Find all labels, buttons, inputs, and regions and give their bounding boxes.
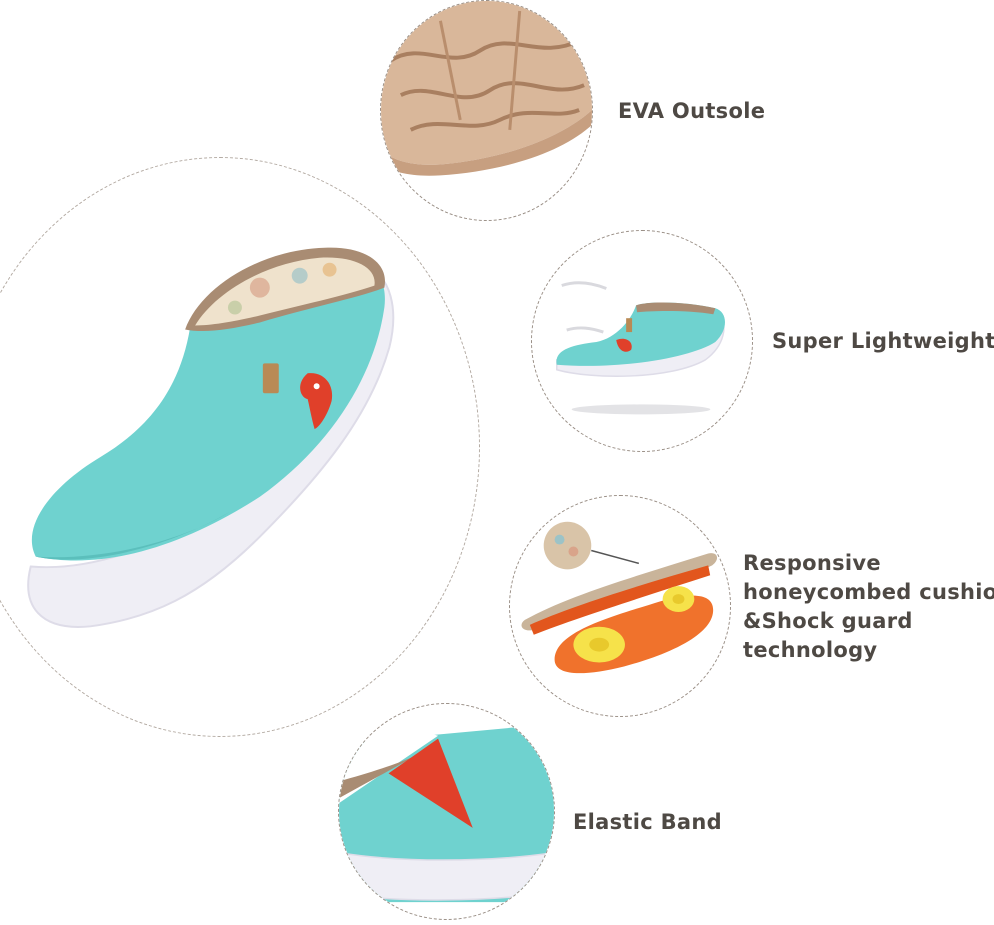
super-lightweight-circle [531, 230, 753, 452]
floating-shoe-icon [556, 281, 725, 415]
eva-outsole-circle [380, 0, 593, 221]
elastic-band-closeup-icon [339, 723, 554, 903]
shoe-upper [31, 252, 385, 561]
feature-label-elastic-band: Elastic Band [573, 810, 722, 834]
cushion-label-line-1: Responsive [743, 551, 881, 575]
brand-tab [262, 363, 279, 394]
cushion-circle [509, 495, 731, 717]
eva-outsole-texture-icon [381, 1, 592, 176]
cushion-label-line-2: honeycombed cushion [743, 580, 994, 604]
main-product-circle [0, 157, 480, 737]
feature-label-super-lightweight: Super Lightweight [772, 329, 994, 353]
slip-on-shoe-image [27, 247, 395, 628]
insole-cushion-icon [521, 521, 718, 674]
red-logo-icon [300, 373, 333, 430]
cushion-label-line-3: &Shock guard [743, 609, 913, 633]
feature-label-cushion: Responsive honeycombed cushion &Shock gu… [743, 549, 994, 665]
cushion-label-line-4: technology [743, 638, 878, 662]
feature-label-eva-outsole: EVA Outsole [618, 99, 766, 123]
elastic-band-circle [338, 703, 555, 920]
